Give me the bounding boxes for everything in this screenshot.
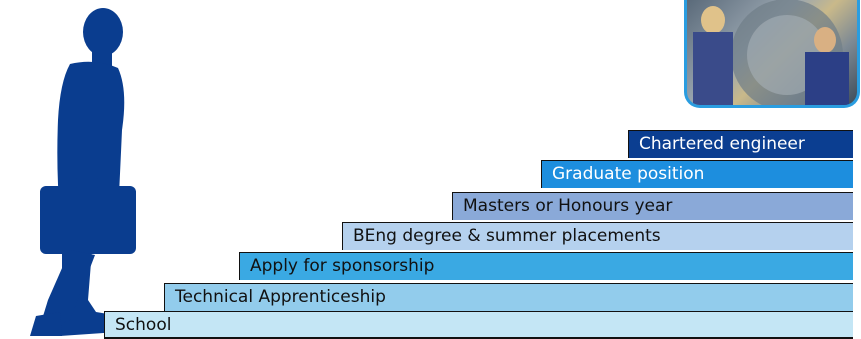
walking-person-silhouette-icon (30, 8, 136, 336)
staircase-baseline (104, 337, 853, 339)
step-1: School (104, 311, 853, 339)
step-2: Technical Apprenticeship (164, 283, 853, 311)
step-3: Apply for sponsorship (239, 252, 853, 280)
step-5: Masters or Honours year (452, 192, 853, 220)
step-7: Chartered engineer (628, 130, 853, 158)
step-6: Graduate position (541, 160, 853, 188)
step-4: BEng degree & summer placements (342, 222, 853, 250)
engineers-photo (684, 0, 860, 108)
